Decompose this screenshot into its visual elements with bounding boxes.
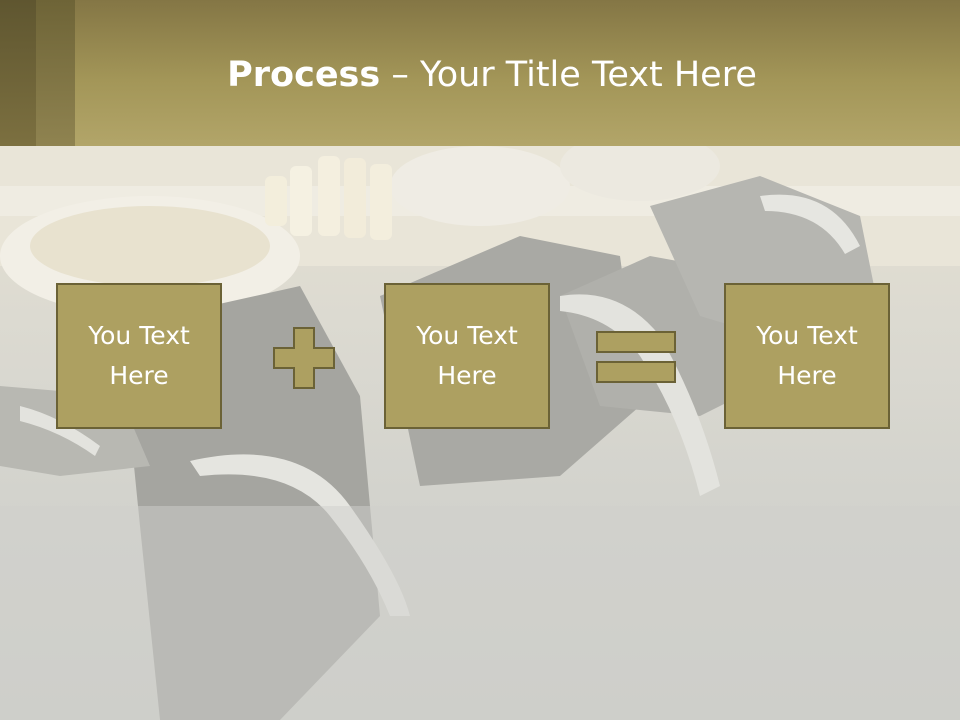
title-bold: Process (227, 55, 381, 95)
title-accent-mid (36, 0, 75, 146)
process-step-3[interactable]: You Text Here (724, 283, 890, 429)
title-rest: – Your Title Text Here (380, 55, 757, 95)
slide-title[interactable]: Process – Your Title Text Here (0, 52, 960, 98)
process-step-1-text: You Text Here (88, 321, 190, 390)
process-step-2[interactable]: You Text Here (384, 283, 550, 429)
process-step-2-text: You Text Here (416, 321, 518, 390)
title-accent-dark (0, 0, 36, 146)
equals-icon (596, 331, 676, 383)
salon-photo-illustration (0, 146, 960, 720)
background-photo (0, 146, 960, 720)
plus-icon (273, 327, 335, 389)
title-band: Process – Your Title Text Here (0, 0, 960, 146)
process-step-3-text: You Text Here (756, 321, 858, 390)
process-step-1[interactable]: You Text Here (56, 283, 222, 429)
